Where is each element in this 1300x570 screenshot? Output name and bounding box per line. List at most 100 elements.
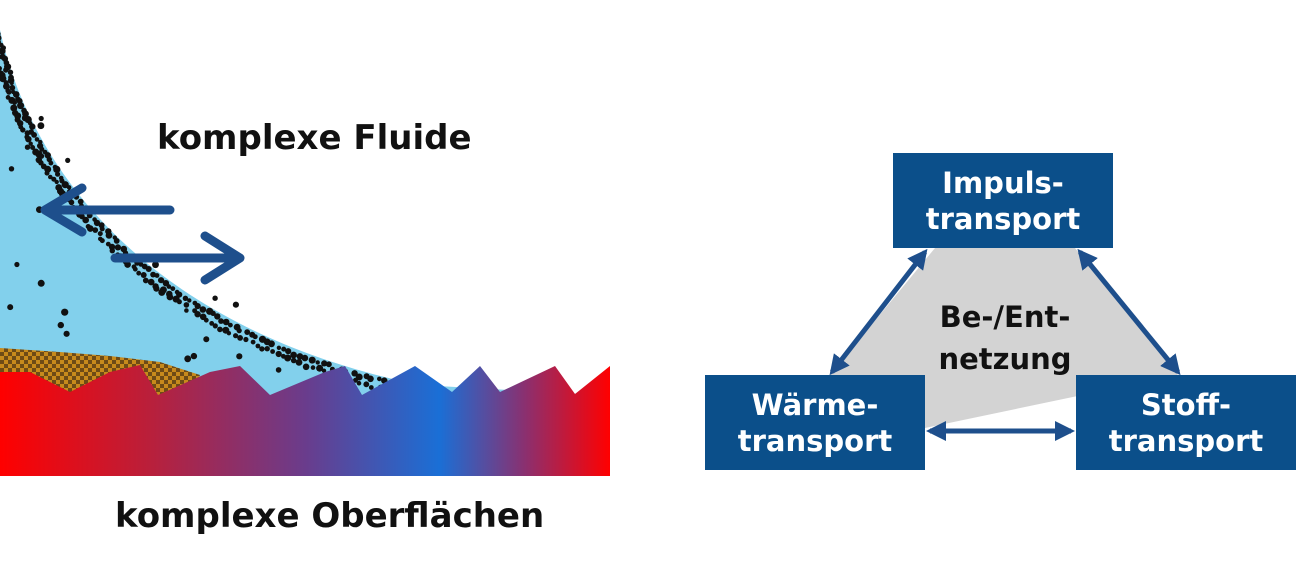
particle-dot bbox=[82, 216, 89, 224]
particle-dot bbox=[150, 271, 157, 278]
arrow-right-icon bbox=[110, 231, 245, 285]
particle-dot bbox=[250, 339, 256, 345]
particle-dot bbox=[284, 354, 292, 362]
particle-dot bbox=[194, 303, 201, 310]
particle-dot bbox=[290, 357, 297, 364]
particle-dot bbox=[12, 91, 20, 98]
particle-dot bbox=[237, 335, 244, 341]
particle-dot bbox=[3, 67, 9, 73]
particle-dot bbox=[7, 69, 14, 76]
particle-dot bbox=[243, 336, 249, 343]
arrow-impuls-stoff-icon bbox=[1077, 248, 1181, 376]
particle-dot bbox=[37, 122, 45, 130]
particle-dot bbox=[316, 364, 324, 372]
arrow-left-icon bbox=[40, 183, 175, 237]
particle-dot bbox=[226, 331, 232, 336]
box-line: Stoff- bbox=[1140, 387, 1232, 422]
particle-dot bbox=[259, 346, 265, 352]
particle-dot bbox=[214, 313, 221, 320]
particle-dot bbox=[203, 336, 210, 343]
particle-dot bbox=[308, 356, 316, 364]
particle-dot bbox=[159, 286, 167, 294]
particle-dot bbox=[228, 322, 233, 328]
particle-dot bbox=[209, 321, 215, 326]
particle-dot bbox=[6, 89, 12, 95]
particle-dot bbox=[0, 32, 1, 36]
particle-dot bbox=[310, 365, 316, 370]
particle-dot bbox=[10, 104, 18, 112]
momentum-transport-box: Impuls- transport bbox=[893, 153, 1113, 248]
box-line: transport bbox=[1108, 423, 1264, 458]
particle-dot bbox=[326, 361, 332, 368]
particle-dot bbox=[30, 145, 36, 150]
particle-dot bbox=[9, 80, 14, 86]
particle-dot bbox=[142, 277, 149, 284]
particle-dot bbox=[147, 278, 155, 286]
particle-dot bbox=[264, 346, 270, 352]
particle-dot bbox=[321, 360, 328, 367]
particle-dot bbox=[218, 318, 224, 324]
particle-dot bbox=[166, 293, 174, 301]
particle-dot bbox=[0, 66, 2, 71]
particle-dot bbox=[176, 299, 182, 305]
particle-dot bbox=[183, 302, 190, 308]
particle-dot bbox=[48, 174, 53, 180]
particle-dot bbox=[63, 330, 70, 337]
particle-dot bbox=[153, 285, 160, 292]
particle-dot bbox=[377, 376, 382, 382]
particle-dot bbox=[255, 343, 261, 349]
box-line: Wärme- bbox=[751, 387, 879, 422]
particle-dot bbox=[184, 355, 192, 363]
particle-dot bbox=[281, 346, 287, 352]
particle-dot bbox=[0, 35, 2, 41]
particle-dot bbox=[14, 261, 20, 268]
particle-dot bbox=[28, 141, 33, 146]
particle-dot bbox=[152, 261, 159, 269]
particle-dot bbox=[236, 328, 242, 334]
particle-dot bbox=[212, 295, 218, 301]
particle-dot bbox=[285, 348, 292, 355]
mass-transport-box: Stoff- transport bbox=[1076, 375, 1296, 470]
particle-dot bbox=[113, 238, 120, 244]
wetting-center-label: Be-/Ent- netzung bbox=[920, 296, 1090, 380]
box-line: Impuls- bbox=[942, 165, 1064, 200]
particle-dot bbox=[65, 157, 71, 163]
particle-dot bbox=[77, 198, 84, 205]
particle-dot bbox=[321, 368, 327, 373]
particle-dot bbox=[217, 326, 223, 333]
particle-dot bbox=[68, 199, 75, 206]
particle-dot bbox=[114, 244, 121, 251]
particle-dot bbox=[275, 367, 282, 373]
particle-dot bbox=[236, 353, 243, 360]
particle-dot bbox=[109, 248, 116, 254]
flow-arrows bbox=[40, 183, 245, 285]
complex-surfaces-label: komplexe Oberflächen bbox=[115, 496, 545, 536]
box-line: transport bbox=[737, 423, 893, 458]
particle-dot bbox=[8, 166, 15, 172]
rough-surface bbox=[0, 365, 610, 476]
particle-dot bbox=[158, 277, 165, 284]
arrow-impuls-waerme-icon bbox=[829, 248, 928, 376]
particle-dot bbox=[194, 311, 201, 318]
particle-dot bbox=[268, 340, 275, 348]
particle-dot bbox=[203, 317, 209, 323]
particle-dot bbox=[290, 351, 297, 359]
particle-dot bbox=[275, 350, 282, 358]
particle-dot bbox=[12, 100, 17, 105]
particle-dot bbox=[44, 170, 50, 176]
particle-dot bbox=[187, 298, 192, 303]
particle-dot bbox=[145, 266, 152, 272]
particle-dot bbox=[53, 165, 61, 173]
particle-dot bbox=[182, 295, 189, 301]
particle-dot bbox=[99, 238, 105, 244]
particle-dot bbox=[363, 381, 370, 388]
particle-dot bbox=[166, 284, 172, 289]
particle-dot bbox=[190, 352, 198, 360]
particle-dot bbox=[302, 363, 310, 371]
particle-dot bbox=[39, 146, 45, 152]
particle-dot bbox=[276, 345, 282, 350]
fluid-droplet bbox=[0, 30, 600, 395]
center-line: netzung bbox=[938, 342, 1072, 376]
particle-dot bbox=[7, 304, 14, 311]
